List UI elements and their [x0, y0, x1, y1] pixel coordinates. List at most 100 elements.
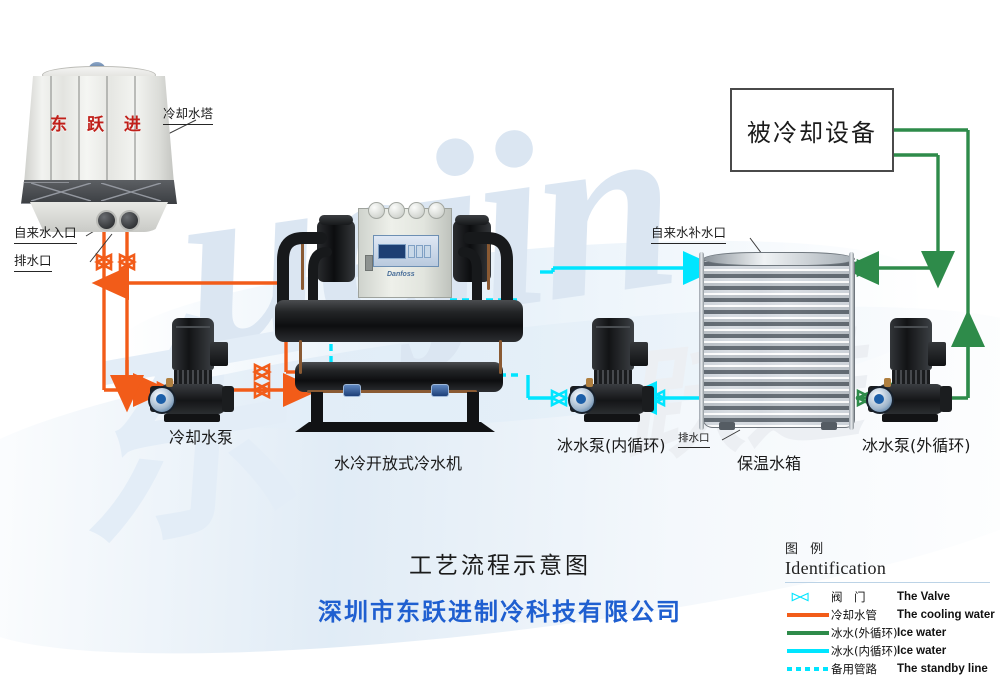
chiller-control-cabinet: Danfoss — [358, 202, 452, 298]
legend-divider — [785, 582, 990, 583]
display-button[interactable] — [424, 245, 431, 258]
chilled-water-pump-external — [866, 318, 952, 423]
pump-base — [882, 414, 938, 422]
label-tank-makeup-port: 自来水补水口 — [651, 222, 727, 244]
pump-coupling-fins — [892, 370, 930, 388]
pump-base — [164, 414, 220, 422]
chiller-leg — [467, 392, 479, 424]
pump-coupling-fins — [594, 370, 632, 388]
ice-water-internal-line-icon — [785, 644, 831, 658]
suction-loop-right — [458, 232, 513, 304]
pump-base — [584, 414, 640, 422]
louver-cross — [31, 183, 91, 201]
chilled-water-pump-internal — [568, 318, 654, 423]
tank-top — [703, 252, 855, 266]
chiller-leg — [311, 392, 323, 424]
tower-rib — [78, 76, 80, 184]
legend-title-en: Identification — [785, 558, 887, 578]
tank-support-band — [849, 252, 854, 430]
label-tower-drain: 排水口 — [14, 250, 52, 272]
label-tank-drain-port: 排水口 — [678, 430, 710, 448]
legend-row-cooling-water: 冷却水管 The cooling water — [785, 606, 997, 624]
pump-motor — [592, 318, 634, 370]
compressor-top — [319, 215, 353, 225]
cooling-water-pump — [148, 318, 234, 423]
legend-label-en: Ice water — [897, 645, 947, 657]
copper-tube — [299, 340, 302, 374]
tower-louver-band — [21, 180, 177, 204]
copper-tube — [487, 234, 490, 290]
legend-title-cn: 图 例 — [785, 542, 828, 557]
chiller-display-panel[interactable] — [373, 235, 439, 267]
copper-tube — [307, 390, 477, 393]
cooling-water-line-icon — [785, 608, 831, 622]
company-name-text: 深圳市东跃进制冷科技有限公司 — [318, 598, 682, 626]
pump-motor — [172, 318, 214, 370]
sight-glass-valve — [343, 384, 361, 397]
pump-flange — [940, 386, 952, 412]
cooled-equipment-label: 被冷却设备 — [747, 118, 877, 147]
label-chiller: 水冷开放式冷水机 — [334, 454, 463, 473]
pump-flange — [642, 386, 654, 412]
label-tower-makeup-inlet: 自来水入口 — [14, 222, 77, 244]
pump-junction-box — [210, 342, 228, 366]
legend-label-en: The cooling water — [897, 609, 995, 621]
label-chilled-pump-internal: 冰水泵(内循环) — [557, 436, 666, 455]
diagram-title: 工艺流程示意图 — [0, 546, 1000, 580]
legend-row-ice-water-external: 冰水(外循环) Ice water — [785, 624, 997, 642]
legend-label-cn: 阀 门 — [831, 590, 866, 604]
sight-glass-valve — [431, 384, 449, 397]
louver-cross — [101, 183, 161, 201]
valve-icon — [785, 590, 831, 604]
pump-nipple — [884, 378, 891, 387]
display-readout — [378, 244, 406, 259]
legend-label-en: Ice water — [897, 627, 947, 639]
cabinet-gauge-icon — [368, 202, 385, 219]
legend-label-cn: 冰水(外循环) — [831, 626, 898, 640]
ice-water-external-line-icon — [785, 626, 831, 640]
tower-rib — [106, 76, 108, 184]
copper-tube — [301, 234, 304, 290]
tower-rib — [134, 76, 136, 184]
cabinet-gauge-icon — [408, 202, 425, 219]
tower-brand-text: 东 跃 进 — [50, 115, 148, 135]
pump-pressure-gauge — [568, 386, 596, 414]
pump-motor — [890, 318, 932, 370]
condenser-shell — [295, 362, 503, 392]
suction-loop-left — [277, 232, 332, 304]
tank-body — [703, 256, 855, 428]
tank-foot — [821, 422, 837, 430]
pump-flange — [222, 386, 234, 412]
pump-pressure-gauge — [866, 386, 894, 414]
legend-row-standby-line: 备用管路 The standby line — [785, 660, 997, 678]
tower-makeup-port — [96, 210, 117, 231]
pump-junction-box — [928, 342, 946, 366]
display-button[interactable] — [416, 245, 423, 258]
tank-foot — [719, 422, 735, 430]
legend-label-cn: 备用管路 — [831, 662, 877, 676]
legend-row-valve: 阀 门 The Valve — [785, 588, 997, 606]
legend: 图 例 Identification 阀 门 The Valve 冷却水管 Th… — [785, 538, 997, 678]
tank-support-band — [699, 252, 704, 430]
tower-drain-port — [119, 210, 140, 231]
chiller-brand-mark: Danfoss — [387, 271, 415, 278]
chiller-base-frame — [295, 422, 495, 432]
display-button[interactable] — [408, 245, 415, 258]
cabinet-gauge-icon — [428, 202, 445, 219]
cooling-tower: 东 跃 进 — [16, 62, 182, 232]
cooled-equipment-box: 被冷却设备 — [730, 88, 894, 172]
pump-pressure-gauge — [148, 386, 176, 414]
pump-nipple — [586, 378, 593, 387]
water-cooled-open-chiller: Danfoss — [255, 200, 535, 435]
cabinet-switch[interactable] — [365, 255, 373, 271]
pump-junction-box — [630, 342, 648, 366]
standby-line-icon — [785, 662, 831, 676]
cabinet-gauge-icon — [388, 202, 405, 219]
pump-coupling-fins — [174, 370, 212, 388]
label-chilled-pump-external: 冰水泵(外循环) — [862, 436, 971, 455]
company-name: 深圳市东跃进制冷科技有限公司 — [0, 592, 1000, 627]
tower-body — [24, 76, 174, 184]
tower-rib — [50, 76, 52, 184]
evaporator-shell — [275, 300, 523, 342]
